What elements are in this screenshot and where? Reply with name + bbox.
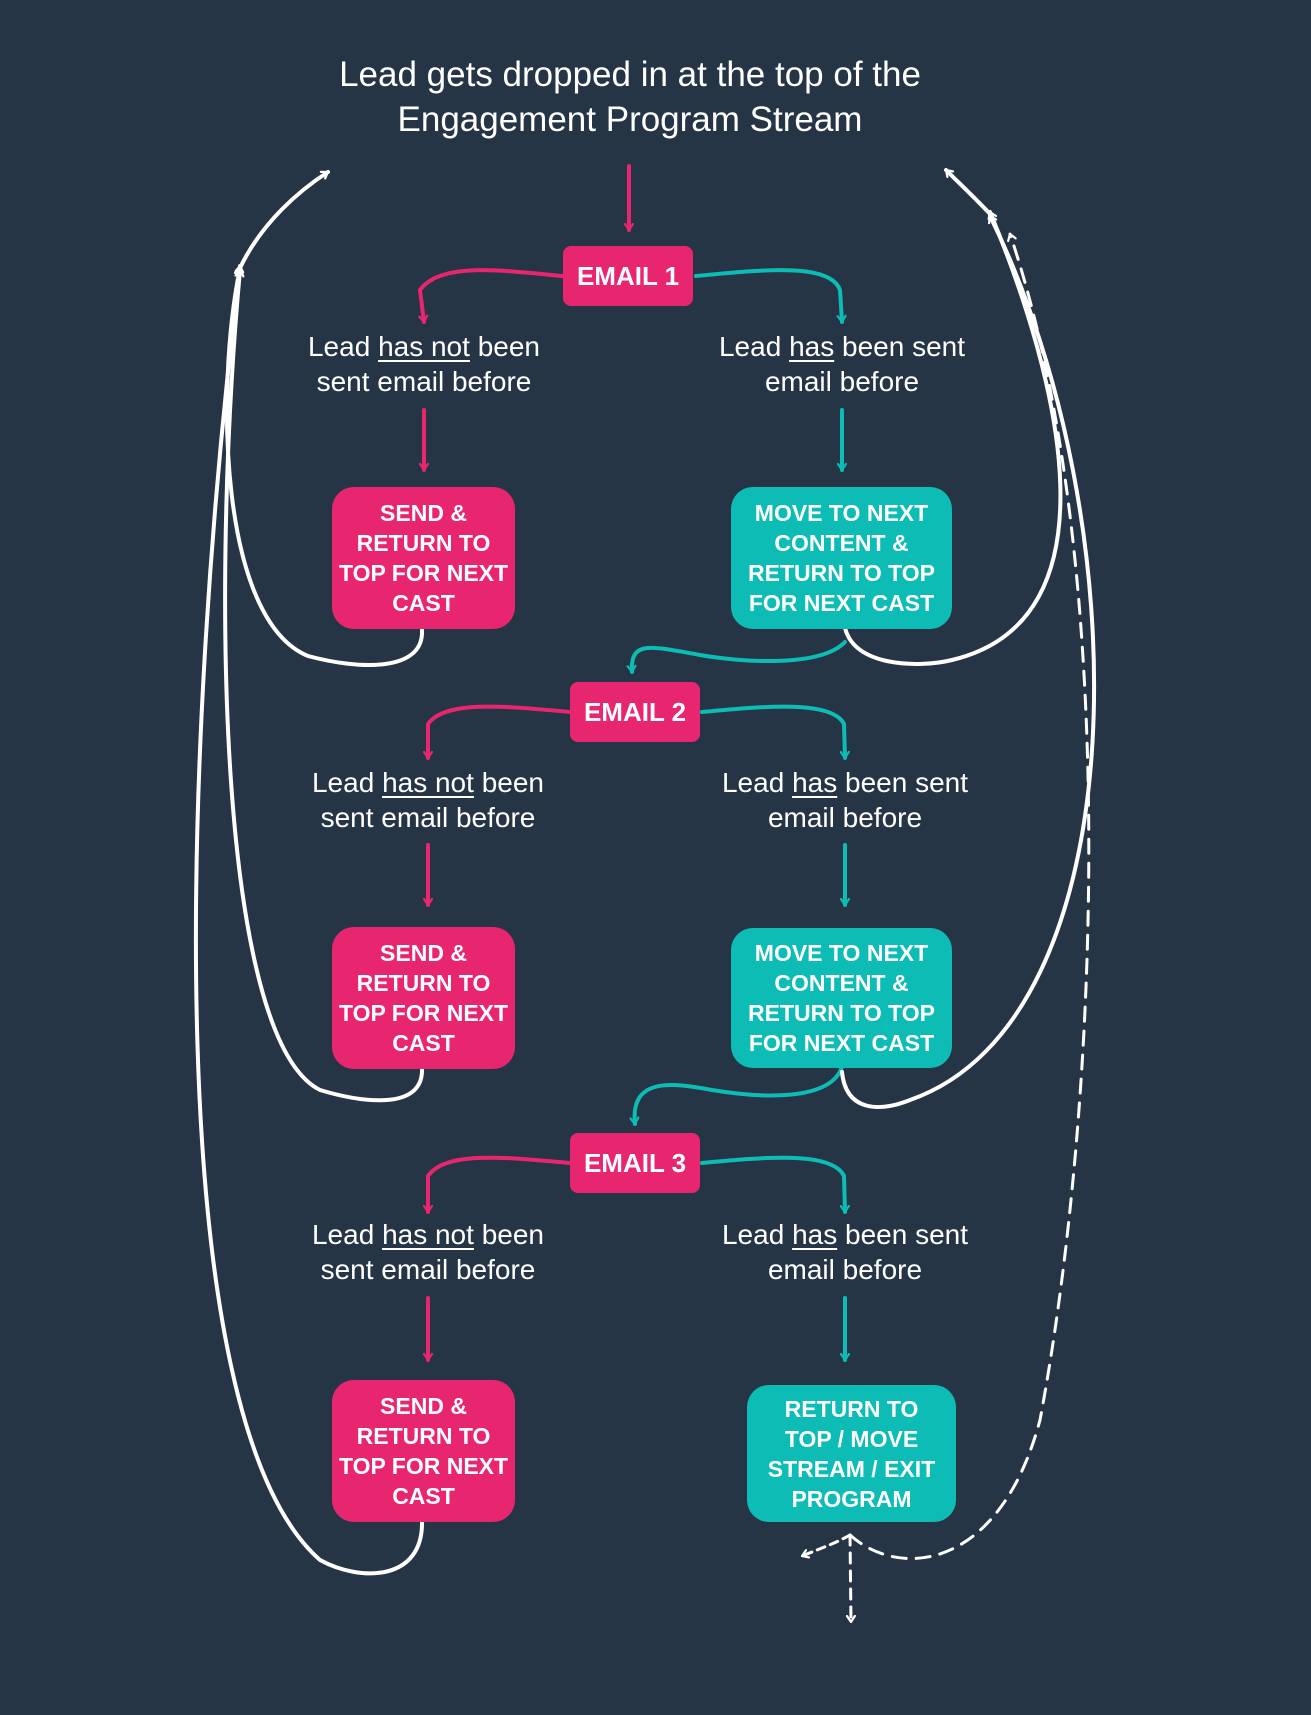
arrow-email-2-to-sent	[700, 704, 845, 760]
arrow-email-3-to-sent	[700, 1155, 845, 1214]
action-send-return-1: SEND & RETURN TO TOP FOR NEXT CAST	[332, 487, 515, 629]
condition-sent-3: Lead has been sent email before	[721, 1219, 968, 1285]
arrow-action-1-to-email-2	[632, 640, 847, 674]
arrow-email-3-to-not-sent	[428, 1155, 572, 1214]
title-line-1: Lead gets dropped in at the top of the	[339, 55, 921, 94]
action-move-next-1: MOVE TO NEXT CONTENT & RETURN TO TOP FOR…	[731, 487, 952, 629]
dashed-exit-program	[850, 1533, 851, 1624]
dashed-return-to-top	[848, 232, 1091, 1561]
email-1-node: EMAIL 1	[563, 246, 693, 306]
action-exit-program: RETURN TO TOP / MOVE STREAM / EXIT PROGR…	[747, 1385, 956, 1522]
return-loop-move-1	[842, 210, 1063, 666]
arrow-email-1-to-not-sent	[417, 268, 564, 324]
condition-sent-2: Lead has been sent email before	[721, 767, 968, 833]
return-loop-send-3	[193, 264, 425, 1576]
condition-not-sent-3: Lead has not been sent email before	[311, 1219, 544, 1285]
action-send-return-2: SEND & RETURN TO TOP FOR NEXT CAST	[332, 927, 515, 1069]
condition-sent-1: Lead has been sent email before	[718, 331, 965, 397]
return-to-top-left	[238, 170, 330, 270]
dashed-move-stream	[800, 1533, 852, 1556]
title-line-2: Engagement Program Stream	[397, 100, 863, 139]
email-3-node: EMAIL 3	[570, 1133, 700, 1193]
condition-not-sent-1: Lead has not been sent email before	[307, 331, 540, 397]
return-loop-move-2	[840, 214, 1097, 1109]
return-to-top-right	[944, 168, 992, 216]
condition-not-sent-2: Lead has not been sent email before	[311, 767, 544, 833]
arrow-action-2-to-email-3	[635, 1065, 844, 1126]
arrow-email-1-to-sent	[694, 268, 842, 324]
diagram-title: Lead gets dropped in at the top of the E…	[230, 52, 1030, 142]
action-move-next-2: MOVE TO NEXT CONTENT & RETURN TO TOP FOR…	[731, 928, 952, 1068]
email-2-node: EMAIL 2	[570, 682, 700, 742]
arrow-email-2-to-not-sent	[428, 704, 572, 760]
action-send-return-3: SEND & RETURN TO TOP FOR NEXT CAST	[332, 1380, 515, 1522]
return-loop-send-2	[223, 268, 425, 1103]
